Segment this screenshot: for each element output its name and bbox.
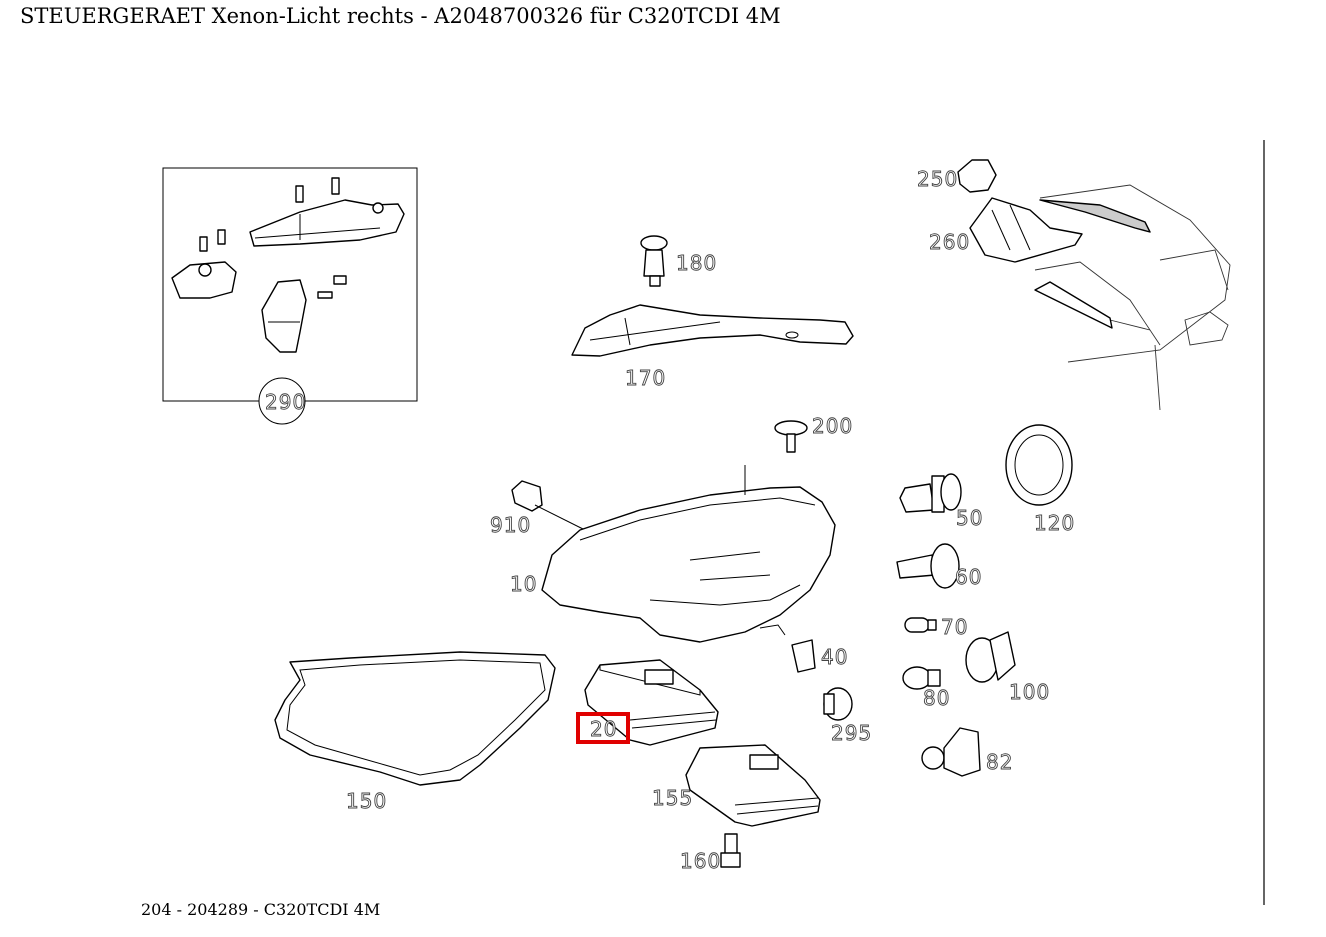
part-250-260-assembly[interactable]: [957, 159, 1231, 411]
part-170-bracket[interactable]: [571, 304, 854, 357]
part-910-sensor[interactable]: [511, 480, 586, 531]
label-part-60[interactable]: 60: [955, 565, 982, 590]
label-part-80[interactable]: 80: [923, 686, 950, 711]
label-part-100[interactable]: 100: [1009, 680, 1050, 705]
highlight-box-part-20: [576, 712, 630, 744]
part-295-ignitor[interactable]: [823, 687, 853, 721]
page-title: STEUERGERAET Xenon-Licht rechts - A20487…: [20, 4, 781, 28]
part-160-bolt[interactable]: [720, 833, 741, 868]
callout-circle-290: [258, 377, 306, 425]
label-part-180[interactable]: 180: [676, 251, 717, 276]
part-200-screw[interactable]: [774, 420, 808, 453]
label-part-250[interactable]: 250: [917, 167, 958, 192]
label-part-82[interactable]: 82: [986, 750, 1013, 775]
part-82-bulb[interactable]: [921, 727, 981, 777]
label-part-50[interactable]: 50: [956, 506, 983, 531]
label-part-150[interactable]: 150: [346, 789, 387, 814]
part-70-bulb[interactable]: [904, 617, 937, 633]
label-part-160[interactable]: 160: [680, 849, 721, 874]
label-part-20[interactable]: 20: [590, 717, 617, 742]
label-part-290[interactable]: 290: [265, 390, 306, 415]
label-part-910[interactable]: 910: [490, 513, 531, 538]
part-40-clip[interactable]: [791, 639, 816, 673]
label-part-120[interactable]: 120: [1034, 511, 1075, 536]
label-part-200[interactable]: 200: [812, 414, 853, 439]
part-100-socket[interactable]: [965, 631, 1016, 683]
part-20-control-unit[interactable]: [584, 659, 719, 746]
label-part-295[interactable]: 295: [831, 721, 872, 746]
part-120-cap[interactable]: [1005, 424, 1073, 506]
part-50-bulb[interactable]: [899, 473, 962, 513]
part-155-control-unit[interactable]: [685, 744, 821, 827]
label-part-40[interactable]: 40: [821, 645, 848, 670]
label-part-10[interactable]: 10: [510, 572, 537, 597]
label-part-170[interactable]: 170: [625, 366, 666, 391]
label-part-260[interactable]: 260: [929, 230, 970, 255]
part-10-headlamp[interactable]: [541, 465, 836, 643]
part-60-bulb[interactable]: [896, 543, 960, 589]
part-80-bulb[interactable]: [902, 666, 941, 690]
label-part-155[interactable]: 155: [652, 786, 693, 811]
inset-box-290[interactable]: [162, 167, 418, 402]
label-part-70[interactable]: 70: [941, 615, 968, 640]
part-180-clip[interactable]: [640, 235, 668, 287]
footer-model-info: 204 - 204289 - C320TCDI 4M: [141, 900, 381, 919]
part-150-seal[interactable]: [274, 651, 556, 786]
